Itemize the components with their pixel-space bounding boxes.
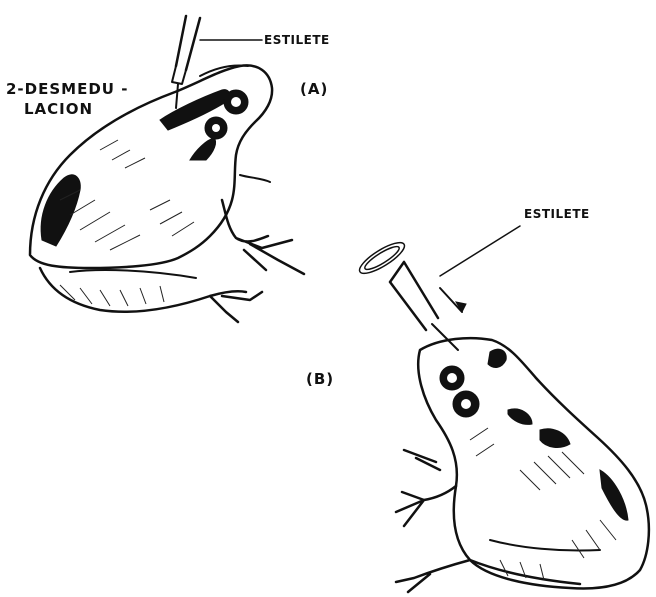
panel-a-label: (A) [300, 80, 328, 98]
stylet-label-bottom: ESTILETE [524, 207, 590, 221]
step-label-line2: LACION [24, 100, 93, 118]
stylet-label-top: ESTILETE [264, 33, 330, 47]
panel-b-label: (B) [306, 370, 334, 388]
frog-a [30, 16, 304, 322]
step-label-line1: 2-DESMEDU - [6, 80, 128, 98]
frog-b [356, 226, 649, 592]
